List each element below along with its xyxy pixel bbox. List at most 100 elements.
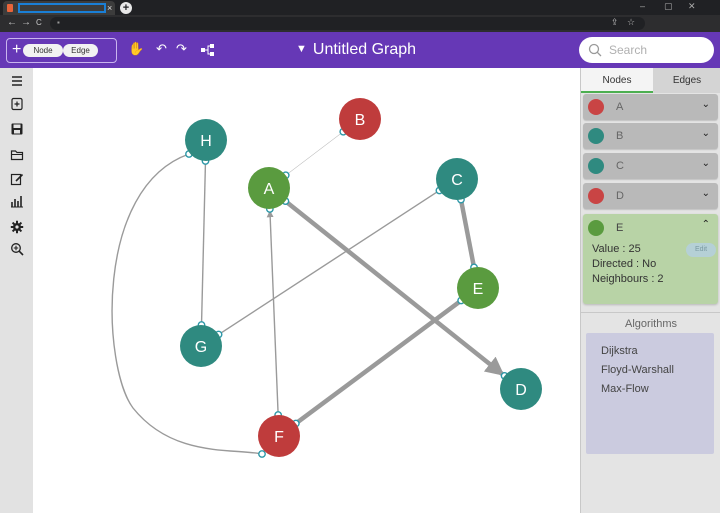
chevron-down-icon[interactable]: ⌄ [701,188,710,199]
node-color-dot [588,188,604,204]
node-details-label: E [616,222,624,234]
chevron-down-icon[interactable]: ⌄ [701,99,710,110]
bookmark-star-icon[interactable]: ☆ [627,17,636,27]
graph-node-label: D [515,382,527,399]
node-list-label: C [616,160,624,172]
node-list-label: D [616,190,624,202]
node-value: Value : 25 [592,243,641,255]
graph-node-d[interactable]: D [500,368,542,410]
node-list-item-b[interactable]: B ⌄ [583,123,718,149]
node-list-item-d[interactable]: D ⌄ [583,183,718,209]
zoom-in-icon[interactable] [10,242,24,256]
graph-node-a[interactable]: A [248,167,290,209]
browser-address-bar: ← → C ▪ ⇪ ☆ [0,15,720,32]
save-icon[interactable] [10,122,24,136]
graph-node-label: E [473,281,484,298]
graph-node-g[interactable]: G [180,325,222,367]
graph-title-dropdown[interactable]: ▼ Untitled Graph [296,39,416,61]
edge-f-a [266,210,279,416]
chevron-down-icon: ▼ [296,43,307,55]
search-icon [588,43,602,57]
algorithm-dijkstra[interactable]: Dijkstra [601,345,638,357]
menu-icon[interactable] [10,74,24,88]
node-directed: Directed : No [592,258,657,270]
window-close-icon[interactable]: ✕ [688,1,696,11]
algorithms-title: Algorithms [625,318,677,330]
redo-icon[interactable]: ↷ [176,41,187,56]
graph-node-f[interactable]: F [258,415,300,457]
graph-node-b[interactable]: B [339,98,381,140]
graph-node-label: C [451,172,463,189]
lock-icon: ▪ [57,18,60,27]
node-list-item-c[interactable]: C ⌄ [583,153,718,179]
nodes-layer: A B C D E F G H [180,98,542,457]
minimize-icon[interactable]: – [640,1,646,11]
node-list-label: B [616,130,624,142]
node-list-item-a[interactable]: A ⌄ [583,94,718,120]
edge-e-f [294,298,463,426]
browser-tab[interactable]: × [3,1,115,15]
edit-icon[interactable] [10,172,24,186]
right-panel: Nodes Edges A ⌄ B ⌄ C ⌄ D ⌄ E ⌃ Value : … [580,68,720,513]
node-neighbours: Neighbours : 2 [592,273,664,285]
edge-c-g [218,189,440,336]
share-icon[interactable]: ⇪ [611,17,619,27]
tab-title-editor[interactable] [18,3,106,13]
graph-node-circle [258,415,300,457]
graph-node-h[interactable]: H [185,119,227,161]
graph-node-circle [248,167,290,209]
algorithm-floyd-warshall[interactable]: Floyd-Warshall [601,364,674,376]
graph-node-circle [185,119,227,161]
add-element-group: + Node Edge [6,38,117,63]
graph-canvas[interactable]: A B C D E F G H [33,68,580,513]
settings-gear-icon[interactable] [10,220,24,234]
edge-h-f [111,153,263,455]
browser-tab-strip: × + – ▢ ✕ [0,0,720,15]
add-edge-button[interactable]: Edge [63,44,98,57]
open-folder-icon[interactable] [10,148,24,162]
forward-icon[interactable]: → [21,17,31,28]
edge-h-g [200,160,207,326]
algorithms-list: Dijkstra Floyd-Warshall Max-Flow [586,333,714,454]
pan-hand-icon[interactable]: ✋ [128,41,145,56]
add-node-button[interactable]: Node [23,44,63,57]
new-file-icon[interactable] [10,97,24,111]
restore-icon[interactable]: ▢ [664,1,673,11]
node-details-card-e[interactable]: E ⌃ Value : 25 Directed : No Neighbours … [583,214,718,304]
url-field[interactable]: ▪ [50,17,645,30]
graph-node-circle [436,158,478,200]
graph-node-circle [339,98,381,140]
tab-close-icon[interactable]: × [107,3,113,13]
chevron-down-icon[interactable]: ⌄ [701,128,710,139]
new-tab-button[interactable]: + [120,2,132,14]
node-color-dot [588,220,604,236]
node-color-dot [588,128,604,144]
graph-node-e[interactable]: E [457,267,499,309]
graph-node-c[interactable]: C [436,158,478,200]
layout-tree-icon[interactable] [201,44,215,56]
add-icon: + [12,41,22,58]
algorithm-max-flow[interactable]: Max-Flow [601,383,649,395]
graph-node-label: B [355,112,366,129]
graph-svg[interactable]: A B C D E F G H [33,68,580,513]
graph-node-circle [457,267,499,309]
stats-chart-icon[interactable] [10,194,24,208]
back-icon[interactable]: ← [7,17,17,28]
reload-icon[interactable]: C [36,18,42,27]
edge-h-f-handle [258,450,266,458]
edge-a-d [284,199,505,377]
tab-edges[interactable]: Edges [653,68,720,93]
tab-nodes[interactable]: Nodes [581,68,653,93]
graph-node-label: A [264,181,275,198]
graph-node-label: G [195,339,207,356]
edit-node-button[interactable]: Edit [686,243,716,257]
chevron-up-icon[interactable]: ⌃ [701,219,710,230]
chevron-down-icon[interactable]: ⌄ [701,158,710,169]
node-list-label: A [616,101,624,113]
edge-c-e [458,199,477,268]
search-placeholder: Search [609,43,648,57]
page-title: Untitled Graph [312,41,417,58]
search-input[interactable]: Search [579,37,714,63]
undo-icon[interactable]: ↶ [156,41,167,56]
graph-node-label: F [274,429,284,446]
